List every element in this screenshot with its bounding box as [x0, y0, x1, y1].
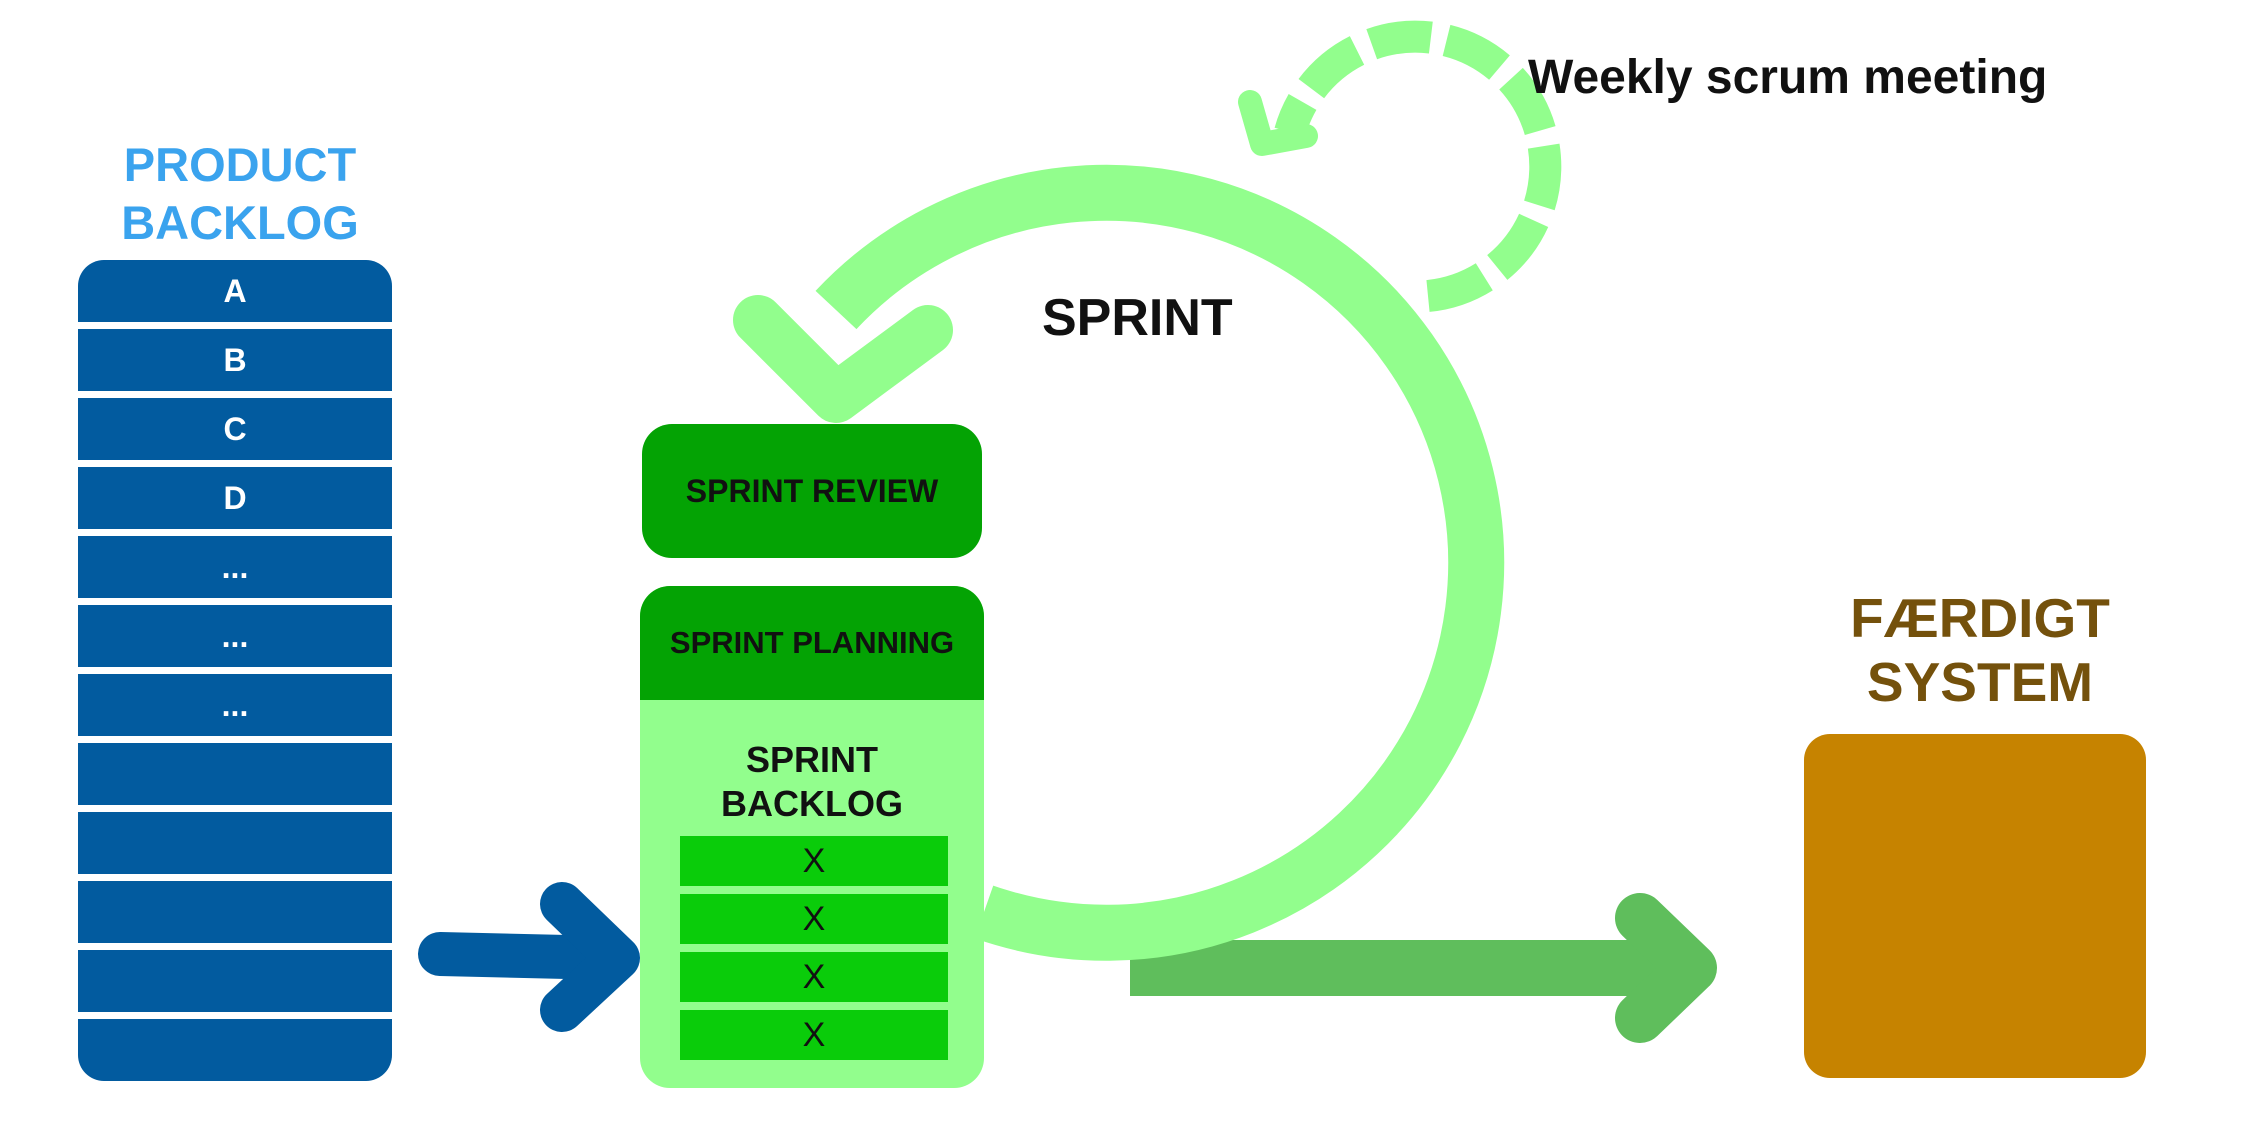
product-backlog-item [78, 881, 392, 943]
product-backlog-item [78, 743, 392, 805]
weekly-meeting-loop [1274, 20, 1562, 312]
product-backlog-item: D [78, 467, 392, 529]
product-backlog-item: B [78, 329, 392, 391]
product-backlog-item: A [78, 260, 392, 322]
product-backlog-item: C [78, 398, 392, 460]
sprint-backlog-item: X [680, 952, 948, 1002]
product-backlog-item: ... [78, 674, 392, 736]
sprint-backlog-item: X [680, 894, 948, 944]
product-backlog-item: ... [78, 605, 392, 667]
product-backlog-title: PRODUCT BACKLOG [121, 138, 359, 249]
finished-system-title: FÆRDIGT SYSTEM [1850, 587, 2110, 713]
weekly-scrum-meeting-label: Weekly scrum meeting [1528, 51, 2048, 104]
finished-system-box [1804, 734, 2146, 1078]
backlog-input-arrow [418, 882, 640, 1032]
product-backlog-item [78, 950, 392, 1012]
sprint-backlog-title: SPRINT BACKLOG [721, 739, 903, 824]
product-backlog-item [78, 812, 392, 874]
sprint-backlog-item: X [680, 1010, 948, 1060]
product-backlog-stack: A B C D ... ... ... [78, 260, 392, 1081]
sprint-review-box: SPRINT REVIEW [642, 424, 982, 558]
release-arrow [1130, 893, 1717, 1043]
sprint-backlog-column: SPRINT PLANNING SPRINT BACKLOG X X X X [640, 586, 984, 1088]
product-backlog-item [78, 1019, 392, 1081]
sprint-backlog-item: X [680, 836, 948, 886]
sprint-backlog-items: X X X X [680, 836, 948, 1060]
sprint-planning-band: SPRINT PLANNING [640, 586, 984, 700]
weekly-meeting-arrowhead [1238, 90, 1318, 156]
product-backlog-item: ... [78, 536, 392, 598]
sprint-cycle-arrowhead [733, 295, 953, 423]
sprint-cycle-arrow [815, 164, 1505, 961]
sprint-label: SPRINT [1042, 289, 1233, 347]
